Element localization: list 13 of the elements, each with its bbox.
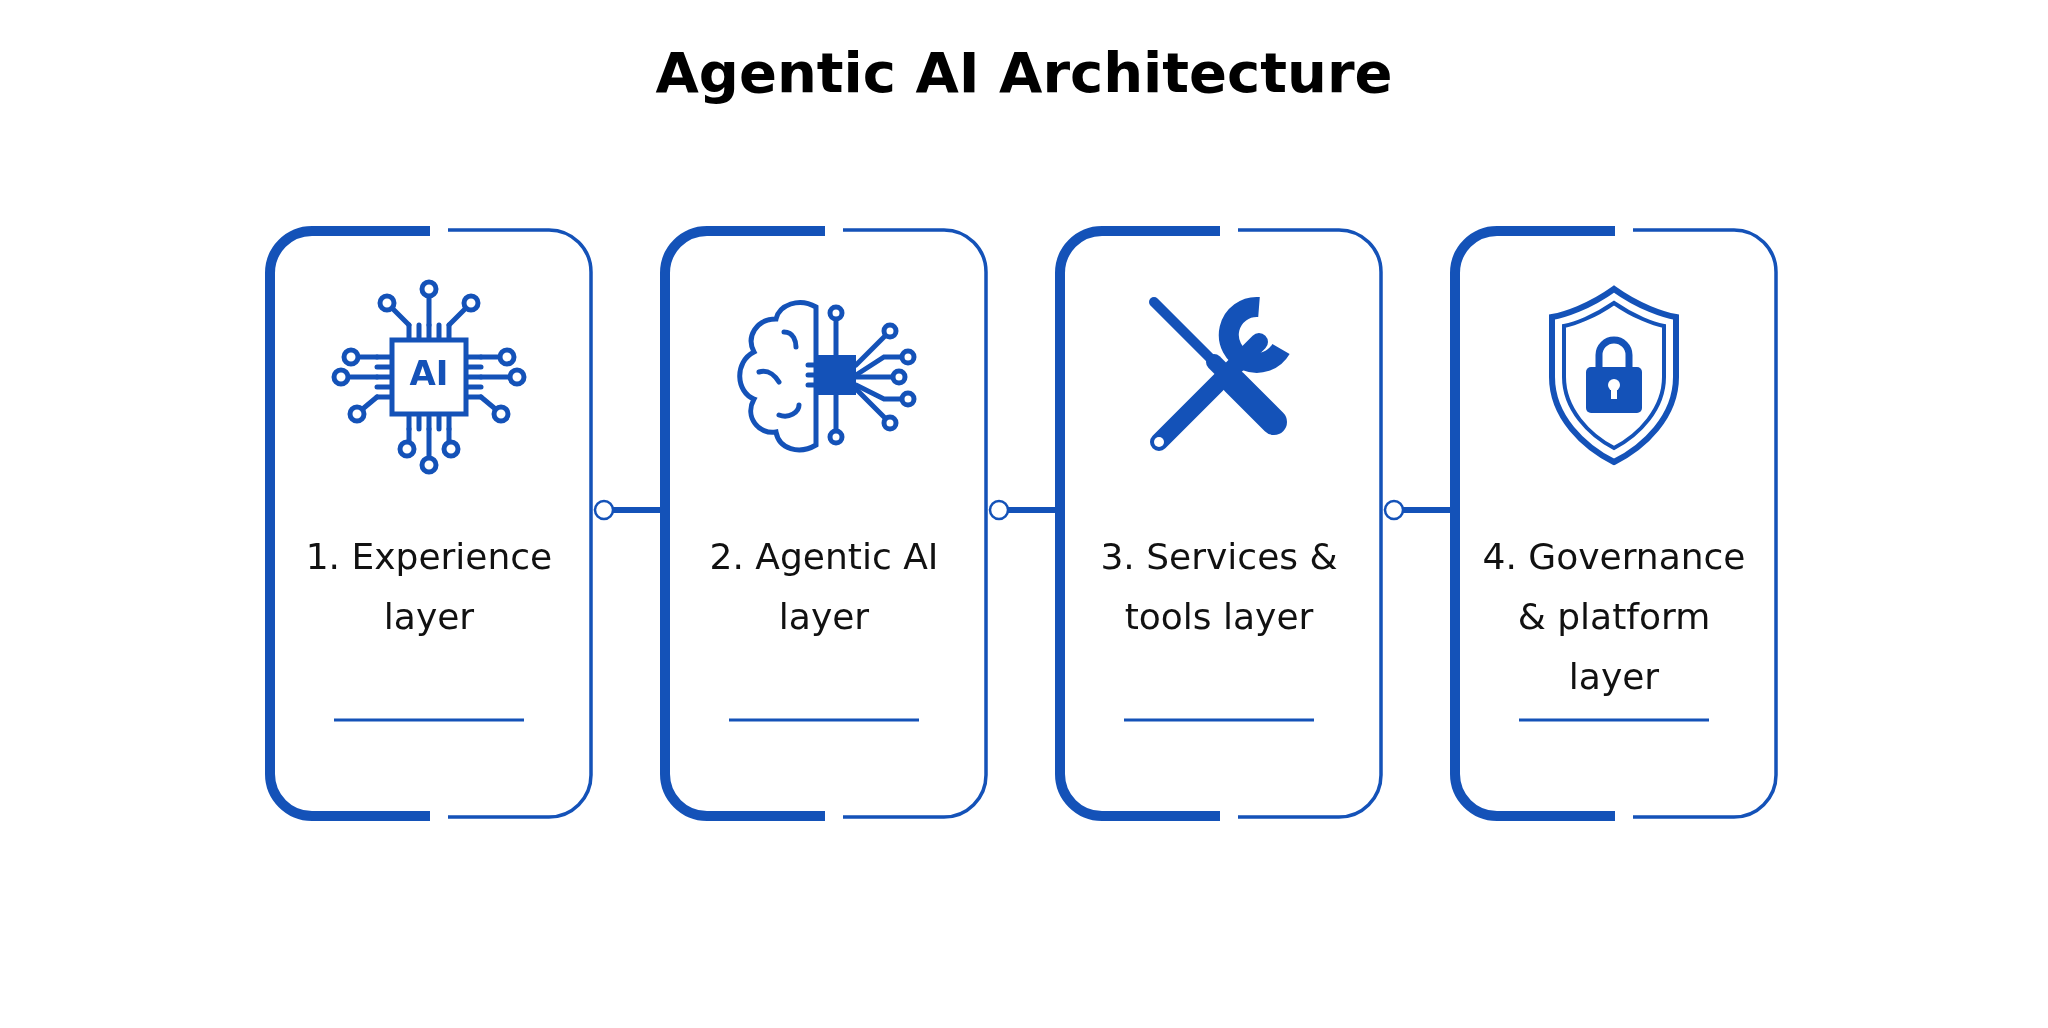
chip-label: AI [408, 353, 450, 393]
layer-card [660, 227, 988, 820]
layer-card [1450, 227, 1778, 820]
layer-title: 4. Governance & platform layer [1481, 535, 1747, 699]
layer-title: 1. Experience layer [304, 535, 554, 639]
layer-card [265, 227, 593, 820]
connector [593, 499, 662, 521]
layer-title: 3. Services & tools layer [1099, 535, 1339, 639]
connector [988, 499, 1057, 521]
layer-card [1055, 227, 1383, 820]
connector [1383, 499, 1452, 521]
title: Agentic AI Architecture [654, 40, 1394, 105]
layer-title: 2. Agentic AI layer [708, 535, 940, 639]
